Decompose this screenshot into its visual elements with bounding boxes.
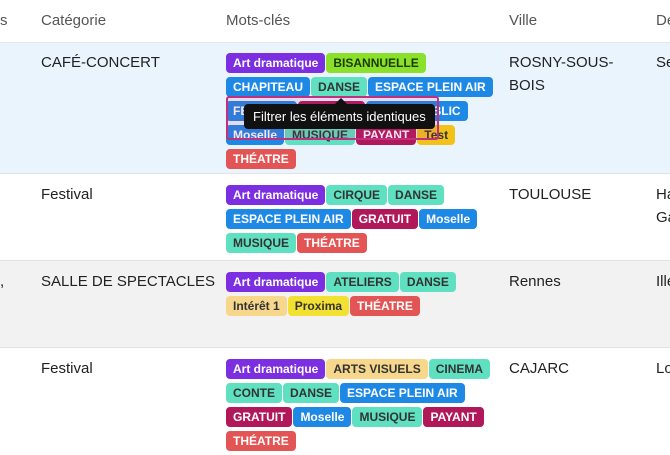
ville-cell: ROSNY-SOUS-BOIS xyxy=(509,54,614,94)
keyword-tag[interactable]: Art dramatique xyxy=(226,272,326,292)
keyword-tag[interactable]: ESPACE PLEIN AIR xyxy=(226,209,351,229)
keyword-tag[interactable]: ARTS VISUELS xyxy=(326,359,428,379)
keyword-tag[interactable]: CIRQUE xyxy=(326,185,388,205)
keyword-tag[interactable]: DANSE xyxy=(283,383,340,403)
categorie-cell: Festival xyxy=(41,360,93,377)
keyword-tag[interactable]: ATELIERS xyxy=(326,272,399,292)
keyword-tag[interactable]: THÉATRE xyxy=(226,149,296,169)
keyword-tag[interactable]: CHAPITEAU xyxy=(226,77,311,97)
ville-cell: TOULOUSE xyxy=(509,186,592,203)
next-cell-line2: Ga xyxy=(656,209,670,226)
keyword-tag[interactable]: Art dramatique xyxy=(226,53,326,73)
keyword-tag[interactable]: MUSIQUE xyxy=(226,233,297,253)
categorie-cell: CAFÉ-CONCERT xyxy=(41,54,160,71)
header-mots-cles[interactable]: Mots-clés xyxy=(226,12,291,29)
next-cell: Ha xyxy=(656,186,670,203)
keyword-tag[interactable]: THÉATRE xyxy=(226,431,296,451)
header-prev-column[interactable]: s xyxy=(0,12,8,29)
keyword-tag[interactable]: Intérêt 1 xyxy=(226,296,287,316)
categorie-cell: Festival xyxy=(41,186,93,203)
ville-cell: CAJARC xyxy=(509,360,570,377)
filter-tooltip: Filtrer les éléments identiques xyxy=(244,98,435,129)
keyword-tag[interactable]: Moselle xyxy=(293,407,352,427)
keyword-tag[interactable]: CONTE xyxy=(226,383,282,403)
header-ville[interactable]: Ville xyxy=(509,12,538,29)
keyword-tag[interactable]: DANSE xyxy=(311,77,368,97)
keyword-tag[interactable]: THÉATRE xyxy=(297,233,367,253)
keyword-tag[interactable]: GRATUIT xyxy=(351,209,419,229)
keyword-tag[interactable]: Moselle xyxy=(419,209,478,229)
keyword-tag[interactable]: BISANNUELLE xyxy=(326,53,426,73)
ville-cell: Rennes xyxy=(509,273,561,290)
keyword-tag[interactable]: DANSE xyxy=(399,272,456,292)
keyword-tag[interactable]: DANSE xyxy=(388,185,445,205)
categorie-cell: SALLE DE SPECTACLES xyxy=(41,273,215,290)
prev-cell: , xyxy=(0,273,5,290)
next-cell: Ille xyxy=(656,273,670,290)
keyword-tag[interactable]: Art dramatique xyxy=(226,359,326,379)
header-categorie[interactable]: Catégorie xyxy=(41,12,107,29)
table-header: s Catégorie Mots-clés Ville De xyxy=(0,0,670,43)
next-cell: Se xyxy=(656,54,670,71)
keyword-tag[interactable]: ESPACE PLEIN AIR xyxy=(340,383,465,403)
keyword-tag[interactable]: THÉATRE xyxy=(350,296,420,316)
header-next-column[interactable]: De xyxy=(656,12,670,29)
keyword-tag[interactable]: Art dramatique xyxy=(226,185,326,205)
next-cell: Lo xyxy=(656,360,670,377)
keyword-tag[interactable]: MUSIQUE xyxy=(352,407,423,427)
keyword-tag[interactable]: PAYANT xyxy=(423,407,484,427)
keyword-tag[interactable]: ESPACE PLEIN AIR xyxy=(368,77,493,97)
keyword-tag[interactable]: Proxima xyxy=(287,296,350,316)
keyword-tag[interactable]: GRATUIT xyxy=(226,407,293,427)
keyword-tag[interactable]: CINEMA xyxy=(428,359,491,379)
